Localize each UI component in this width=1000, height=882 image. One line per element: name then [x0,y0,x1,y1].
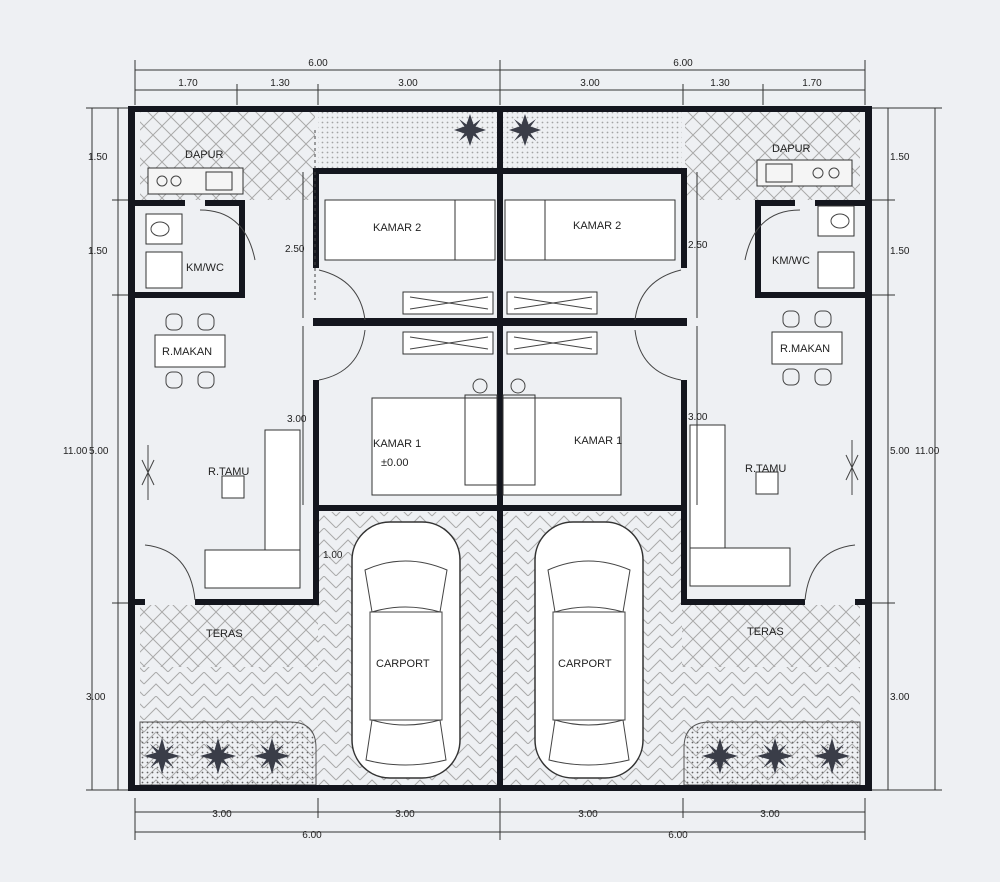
living-right [689,424,859,587]
kamar2-height-right: 2.50 [688,240,708,251]
plant-icon [702,738,738,774]
plant-icon [454,114,486,146]
bottom-total-left: 6.00 [302,830,322,841]
top-total-left: 6.00 [308,58,328,69]
label-makan-right: R.MAKAN [780,343,830,355]
car-right [534,521,644,779]
left-part-4: 3.00 [86,692,106,703]
left-dimensions: 11.00 1.50 1.50 5.00 3.00 [63,107,128,791]
walls-right-unit [500,168,865,605]
label-tamu-left: R.TAMU [208,466,249,478]
kitchen-right [756,159,853,187]
bedroom1-beds [371,378,622,496]
right-part-2: 1.50 [890,246,910,257]
left-part-2: 1.50 [88,246,108,257]
plant-icon [144,738,180,774]
label-makan-left: R.MAKAN [162,346,212,358]
room-labels: DAPUR DAPUR KM/WC KM/WC R.MAKAN R.MAKAN … [162,143,830,670]
label-tamu-right: R.TAMU [745,463,786,475]
label-teras-left: TERAS [206,628,243,640]
living-left [141,429,301,589]
label-kamar1-right: KAMAR 1 [574,435,622,447]
left-part-3: 5.00 [89,446,109,457]
wardrobes [402,291,598,355]
top-part-1: 1.70 [178,78,198,89]
label-kmwc-right: KM/WC [772,255,810,267]
right-part-4: 3.00 [890,692,910,703]
bottom-part-1: 3.00 [212,809,232,820]
top-part-3: 3.00 [398,78,418,89]
label-dapur-left: DAPUR [185,149,224,161]
label-kmwc-left: KM/WC [186,262,224,274]
top-part-2: 1.30 [270,78,290,89]
top-part-5: 1.30 [710,78,730,89]
plant-icon [757,738,793,774]
inner-dimensions: 2.50 2.50 3.00 3.00 1.00 [285,172,708,561]
kamar1-height-right: 3.00 [688,412,708,423]
right-part-1: 1.50 [890,152,910,163]
dining-left [154,313,226,389]
label-kamar1-left: KAMAR 1 [373,438,421,450]
top-dimensions: 6.00 6.00 1.70 1.30 3.00 3.00 1.30 1.70 [134,58,866,105]
plants [144,114,850,774]
right-total: 11.00 [915,446,940,457]
right-dimensions: 1.50 1.50 5.00 11.00 3.00 [872,107,942,791]
label-kamar2-right: KAMAR 2 [573,220,621,232]
carport-offset: 1.00 [323,550,343,561]
plant-icon [254,738,290,774]
left-total: 11.00 [63,446,88,457]
left-part-1: 1.50 [88,152,108,163]
label-carport-right: CARPORT [558,658,612,670]
kitchen-left [147,167,244,195]
kamar1-height-left: 3.00 [287,414,307,425]
site-boundary [128,106,872,791]
bottom-total-right: 6.00 [668,830,688,841]
bottom-part-2: 3.00 [395,809,415,820]
wc-left [145,213,183,289]
bottom-part-3: 3.00 [578,809,598,820]
kamar2-height-left: 2.50 [285,244,305,255]
label-level: ±0.00 [381,457,408,469]
doors [144,130,856,601]
wc-right [817,205,855,289]
top-part-6: 1.70 [802,78,822,89]
dining-right [771,310,843,386]
right-part-3: 5.00 [890,446,910,457]
bottom-part-4: 3.00 [760,809,780,820]
car-left [351,521,461,779]
top-part-4: 3.00 [580,78,600,89]
label-kamar2-left: KAMAR 2 [373,222,421,234]
label-teras-right: TERAS [747,626,784,638]
label-dapur-right: DAPUR [772,143,811,155]
bedroom2-beds [324,199,676,261]
plant-icon [200,738,236,774]
plant-icon [814,738,850,774]
label-carport-left: CARPORT [376,658,430,670]
bottom-dimensions: 3.00 3.00 3.00 3.00 6.00 6.00 [134,798,866,841]
walls-left-unit [135,168,500,605]
top-total-right: 6.00 [673,58,693,69]
plant-icon [509,114,541,146]
